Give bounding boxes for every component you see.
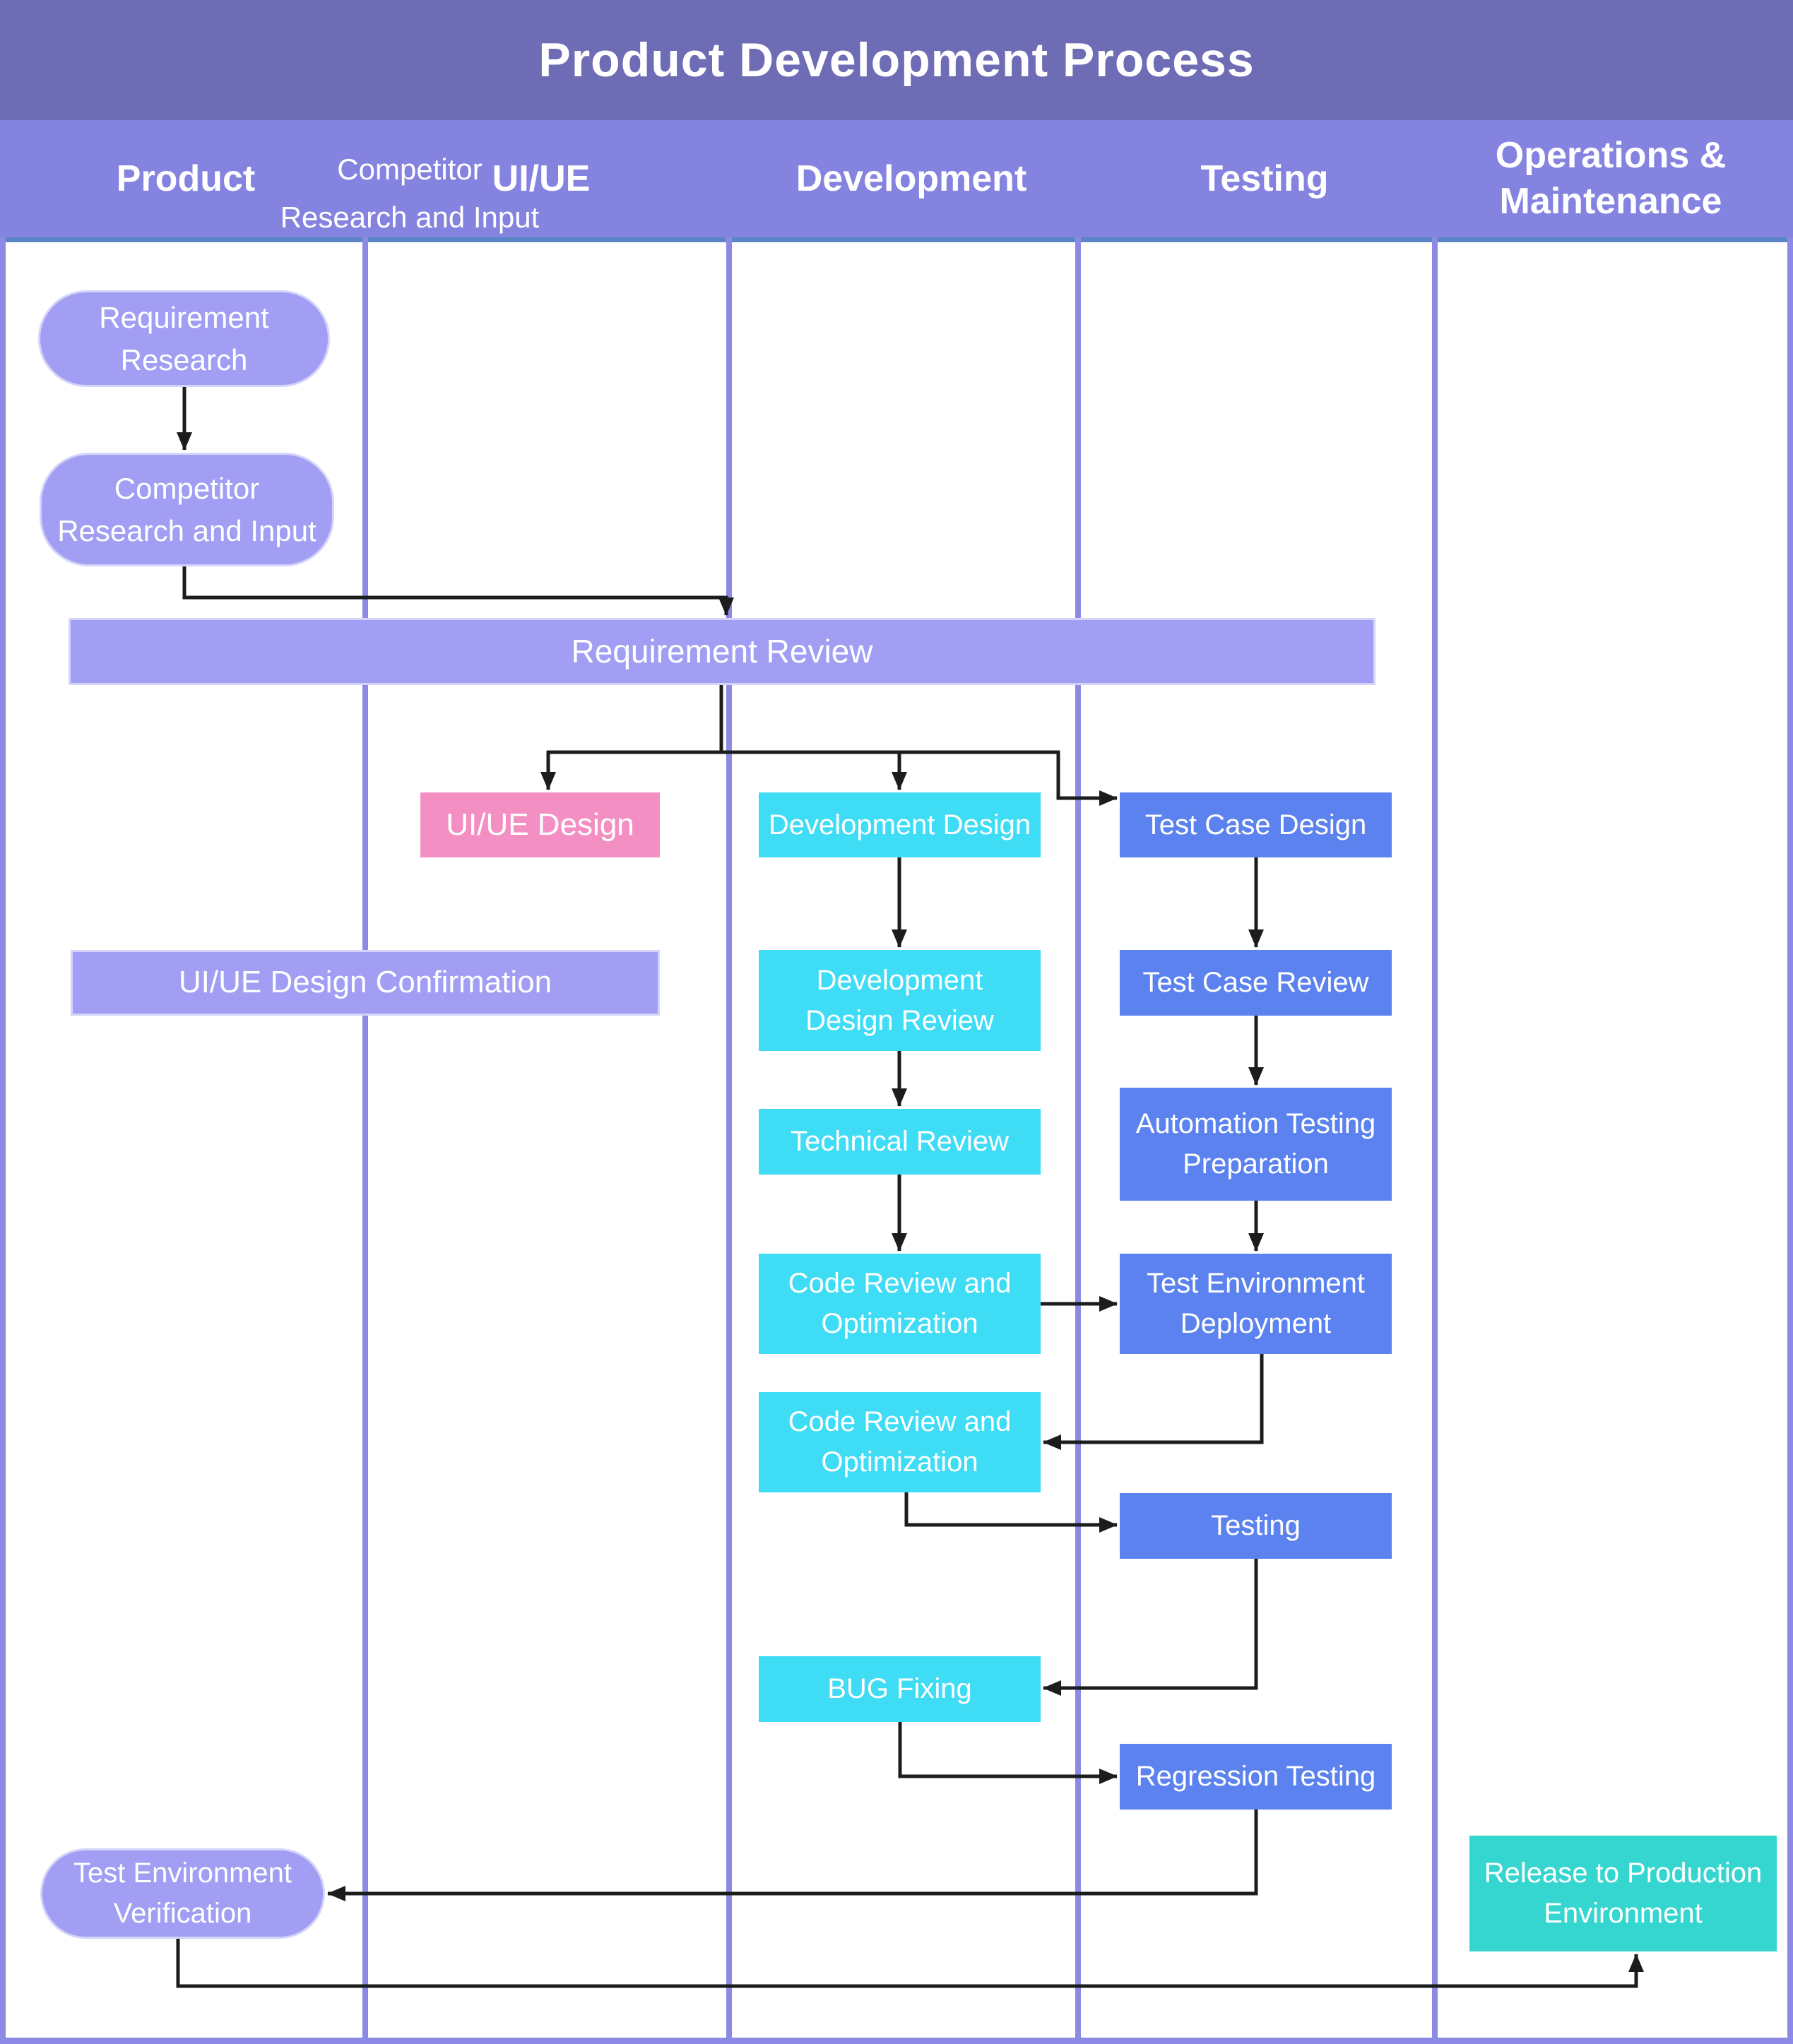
lane-border-bottom [0, 2038, 1793, 2044]
lane-header-operations-maintenance: Operations & Maintenance [1495, 135, 1727, 222]
connector-cr2-testing [904, 1492, 1118, 1533]
node-test-case-review: Test Case Review [1120, 950, 1392, 1016]
lane-header-band: Product UI/UE Development Testing Operat… [0, 120, 1793, 237]
connector-compresearch-reqreview [182, 566, 734, 616]
lane-separator-3 [1075, 237, 1081, 2044]
lane-separator-2 [726, 237, 732, 2044]
node-bug-fixing: BUG Fixing [759, 1656, 1041, 1722]
lane-header-development: Development [795, 158, 1027, 199]
stray-competitor-research-label: Competitor Research and Input [280, 153, 540, 234]
lane-separator-4 [1432, 237, 1438, 2044]
connector-regtest-tev [327, 1810, 1258, 1901]
lane-separator-1 [362, 237, 368, 2044]
node-requirement-review: Requirement Review [69, 618, 1375, 685]
node-testing: Testing [1120, 1493, 1392, 1559]
node-release-to-production-environment: Release to Production Environment [1469, 1836, 1777, 1951]
node-code-review-optimization-1: Code Review and Optimization [759, 1254, 1041, 1354]
connector-branch-testcasedesign [1056, 751, 1118, 806]
lane-header-product: Product [116, 158, 256, 199]
lane-header-uiue: UI/UE [492, 158, 591, 199]
diagram-title: Product Development Process [0, 0, 1793, 120]
node-technical-review: Technical Review [759, 1109, 1041, 1175]
lane-border-left [0, 237, 6, 2044]
body-top-line [0, 237, 1793, 242]
node-uiue-design: UI/UE Design [420, 792, 660, 857]
node-regression-testing: Regression Testing [1120, 1744, 1392, 1810]
node-automation-testing-preparation: Automation Testing Preparation [1120, 1088, 1392, 1201]
node-code-review-optimization-2: Code Review and Optimization [759, 1392, 1041, 1492]
node-uiue-design-confirmation: UI/UE Design Confirmation [71, 950, 660, 1016]
node-test-case-design: Test Case Design [1120, 792, 1392, 857]
node-test-environment-deployment: Test Environment Deployment [1120, 1254, 1392, 1354]
node-requirement-research: Requirement Research [38, 290, 330, 387]
node-development-design: Development Design [759, 792, 1041, 857]
node-development-design-review: Development Design Review [759, 950, 1041, 1051]
lane-header-testing: Testing [1200, 158, 1329, 199]
lane-border-right [1787, 237, 1793, 2044]
connector-tev-release [176, 1939, 1644, 1988]
node-test-environment-verification: Test Environment Verification [40, 1848, 325, 1939]
connector-bugfix-regtest [898, 1722, 1118, 1784]
node-competitor-research-and-input: Competitor Research and Input [40, 453, 334, 566]
